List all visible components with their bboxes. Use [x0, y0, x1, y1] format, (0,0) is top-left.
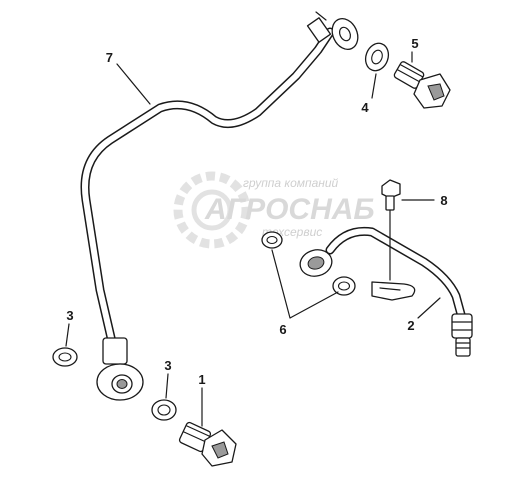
callout-5: 4 — [361, 100, 369, 115]
leader-2 — [417, 297, 441, 319]
pipe-clamp-bracket — [371, 281, 416, 301]
washer-part-4-left — [261, 231, 283, 249]
bolt-part-8 — [381, 179, 401, 281]
bolt-part-6 — [393, 61, 451, 109]
bolt-part-1 — [178, 421, 237, 467]
callout-3-left: 3 — [66, 308, 73, 323]
leader-4 — [271, 249, 339, 319]
banjo-fitting-part-2 — [299, 249, 333, 277]
pipe-part-7 — [80, 27, 335, 347]
washer-part-3-right — [151, 399, 177, 421]
callout-6: 5 — [411, 36, 418, 51]
watermark-main-text: АГРОСНАБ — [204, 193, 375, 226]
leader-3b — [165, 373, 169, 399]
pipe-part-2 — [325, 226, 467, 323]
washer-part-4-right — [332, 276, 356, 296]
leader-3a — [65, 323, 70, 347]
callout-1: 1 — [198, 372, 205, 387]
callout-2: 2 — [407, 318, 414, 333]
leader-5 — [371, 73, 377, 99]
washer-part-5 — [364, 42, 390, 72]
callout-3-right: 3 — [164, 358, 171, 373]
washer-part-3-left — [52, 347, 78, 367]
pipe-nut-fitting — [451, 313, 473, 357]
callout-4: 6 — [279, 322, 286, 337]
watermark-logo: группа компаний АГРОСНАБ техсервис — [173, 171, 375, 249]
callout-7: 7 — [106, 50, 113, 65]
leader-lines — [65, 51, 441, 427]
leader-7 — [116, 63, 151, 105]
callout-8: 8 — [440, 193, 447, 208]
watermark-top-text: группа компаний — [243, 176, 339, 190]
banjo-fitting-bottom — [96, 337, 144, 401]
banjo-fitting-top — [306, 11, 359, 51]
